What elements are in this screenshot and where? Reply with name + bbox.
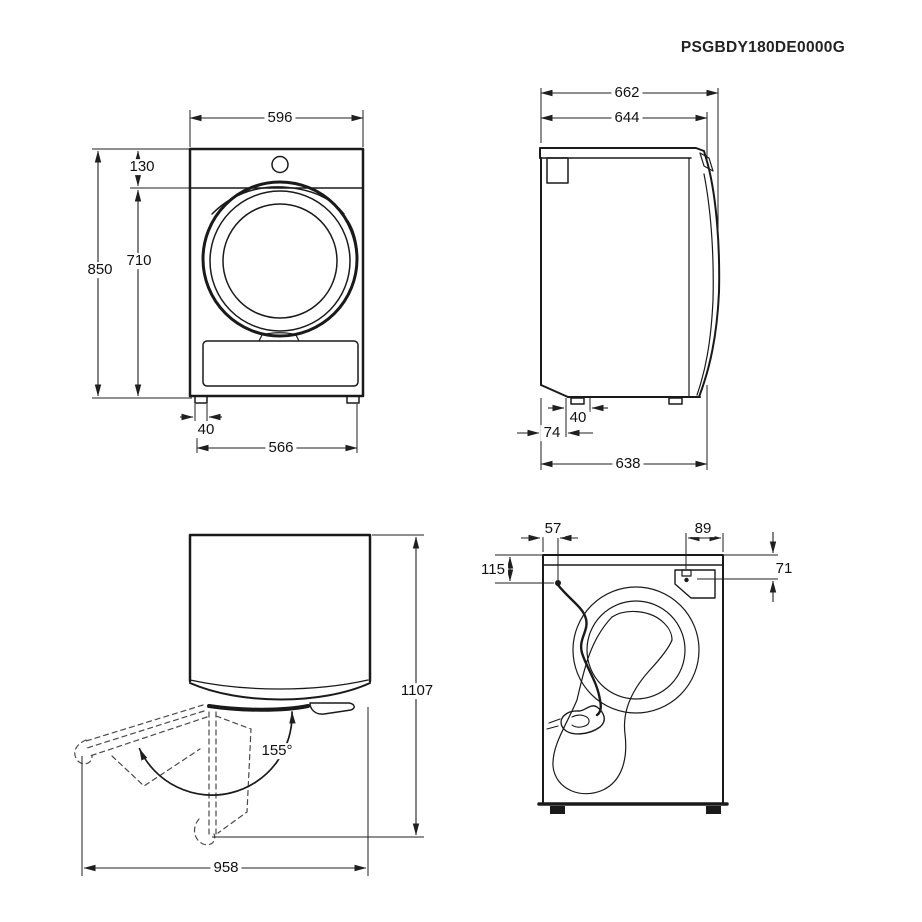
side-lid bbox=[539, 147, 709, 166]
rear-view-dimensions bbox=[495, 532, 778, 602]
side-rear-foot bbox=[570, 397, 585, 405]
door-swing-arc bbox=[138, 711, 296, 796]
dim-label-side-body-depth: 644 bbox=[611, 110, 643, 126]
door-open-view-drawing bbox=[74, 533, 372, 846]
front-right-foot bbox=[346, 395, 360, 404]
dim-label-side-rear-foot-offset: 74 bbox=[540, 425, 564, 441]
cord-anchor-point bbox=[555, 580, 561, 586]
side-door-bulge bbox=[698, 164, 721, 398]
drum-bulge-outer bbox=[572, 586, 700, 714]
drawing-code: PSGBDY180DE0000G bbox=[680, 39, 846, 56]
drawer-panel bbox=[202, 340, 359, 387]
dim-label-front-foot-width: 40 bbox=[194, 422, 218, 438]
front-cabinet-outline bbox=[188, 147, 365, 398]
rear-cabinet-outline bbox=[542, 554, 724, 805]
closed-door-edge bbox=[207, 704, 310, 712]
door-open-view-dimensions bbox=[81, 534, 424, 876]
dim-label-front-width: 596 bbox=[264, 110, 296, 126]
door-handle-recess bbox=[699, 152, 714, 172]
power-plug bbox=[560, 705, 605, 735]
program-knob bbox=[271, 155, 289, 174]
dim-label-rear-inlet-x: 89 bbox=[691, 521, 715, 537]
dim-label-side-total-depth: 662 bbox=[611, 85, 643, 101]
rear-right-foot bbox=[706, 806, 721, 814]
dim-label-front-feet-distance: 566 bbox=[265, 440, 297, 456]
drain-hose bbox=[552, 616, 673, 795]
dim-label-front-panel-height: 130 bbox=[126, 159, 158, 175]
dim-label-front-total-height: 850 bbox=[84, 262, 116, 278]
dim-label-side-base-depth: 638 bbox=[612, 456, 644, 472]
rear-left-foot bbox=[550, 806, 565, 814]
dim-label-open-door-depth: 1107 bbox=[397, 683, 437, 699]
side-front-foot bbox=[668, 397, 683, 405]
rear-connection-box bbox=[546, 157, 569, 184]
inlet-valve bbox=[681, 569, 692, 577]
door-glass bbox=[222, 203, 338, 319]
dim-label-door-angle: 155° bbox=[258, 743, 296, 759]
dim-label-rear-cord-y: 115 bbox=[478, 562, 508, 578]
door-outer-ring bbox=[201, 180, 359, 338]
dim-label-rear-inlet-y: 71 bbox=[772, 561, 796, 577]
water-inlet-panel bbox=[674, 569, 716, 599]
power-cord bbox=[556, 583, 602, 717]
front-left-foot bbox=[194, 395, 208, 404]
dim-label-open-door-width: 958 bbox=[210, 860, 242, 876]
front-view-drawing bbox=[188, 147, 365, 404]
top-view-cabinet bbox=[188, 533, 372, 683]
door-open-90-outline bbox=[215, 715, 252, 834]
rear-view-drawing bbox=[537, 554, 729, 814]
side-view-drawing bbox=[539, 147, 721, 405]
drawer-handle bbox=[258, 332, 300, 342]
door-handle-top-view bbox=[309, 702, 355, 715]
dim-label-rear-cord-x: 57 bbox=[541, 521, 565, 537]
side-view-dimensions bbox=[517, 88, 719, 470]
dim-label-front-body-height: 710 bbox=[123, 253, 155, 269]
dim-label-side-foot-width: 40 bbox=[566, 410, 590, 426]
door-open-155-outline bbox=[85, 704, 204, 742]
